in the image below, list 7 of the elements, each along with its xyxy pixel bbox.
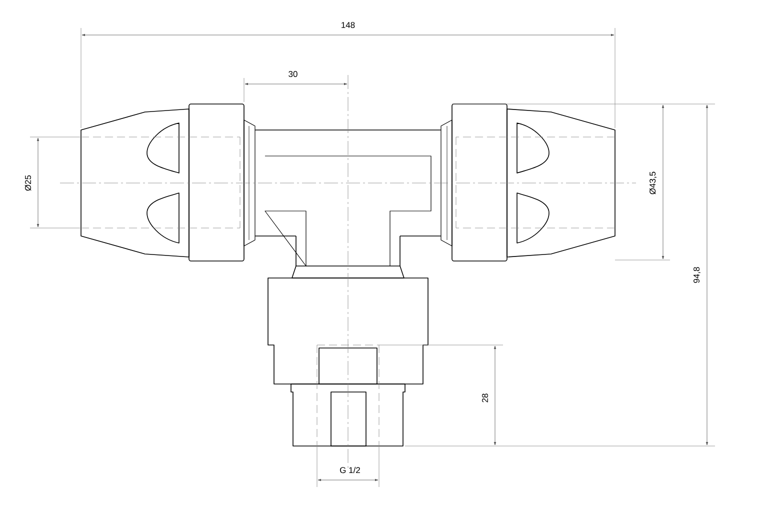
dimension-label: 94,8 <box>694 267 701 283</box>
dimension-label: 30 <box>288 71 298 77</box>
dimension-label: Ø25 <box>24 175 32 191</box>
dimension-label: 28 <box>482 394 488 402</box>
dimension-label: 148 <box>342 22 355 28</box>
dimension-label: G 1/2 <box>340 466 360 474</box>
dimension-label: Ø43,5 <box>649 172 657 194</box>
